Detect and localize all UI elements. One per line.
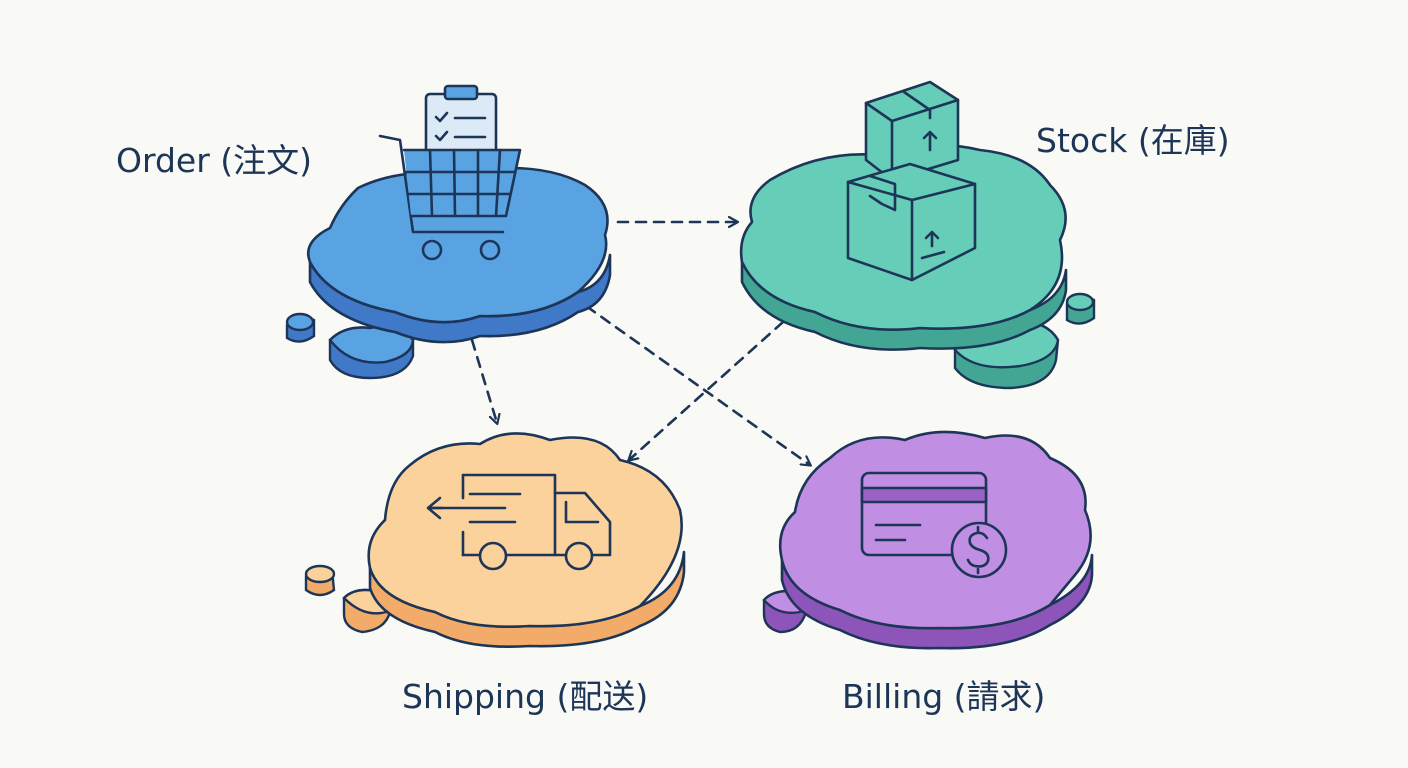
order-node[interactable]: Order (注文) — [116, 84, 612, 380]
billing-node[interactable]: Billing (請求) — [762, 430, 1094, 716]
stock-label: Stock (在庫) — [1036, 121, 1230, 160]
shipping-label: Shipping (配送) — [402, 677, 648, 716]
stock-node[interactable]: Stock (在庫) — [739, 80, 1230, 390]
edge-stock-to-shipping — [629, 320, 785, 460]
credit-card-dollar-icon — [860, 471, 1008, 579]
billing-label: Billing (請求) — [842, 677, 1045, 716]
edge-order-to-shipping — [470, 338, 497, 423]
stacked-boxes-icon — [846, 80, 977, 282]
shipping-node[interactable]: Shipping (配送) — [304, 432, 686, 716]
edges — [470, 222, 810, 465]
edge-order-to-billing — [570, 294, 810, 465]
shopping-cart-with-clipboard-icon — [378, 84, 522, 261]
shipping-island — [367, 432, 686, 649]
order-island — [306, 159, 612, 344]
delivery-truck-icon — [426, 473, 612, 571]
order-pebbles — [285, 312, 415, 380]
order-label: Order (注文) — [116, 141, 312, 180]
